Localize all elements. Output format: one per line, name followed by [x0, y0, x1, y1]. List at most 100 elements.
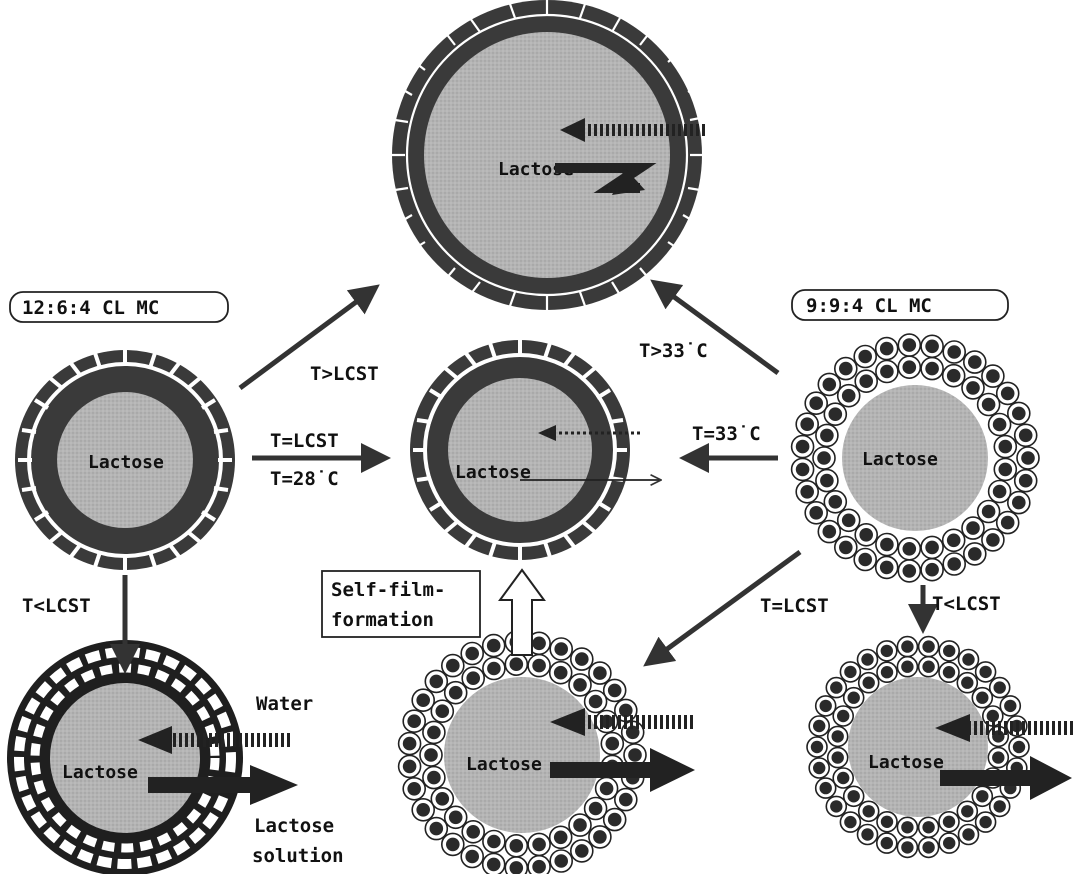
- bead-core: [863, 677, 875, 689]
- bead-core: [628, 748, 642, 762]
- capsule-bottom-right-core: [848, 677, 988, 817]
- self-film-line-2: formation: [331, 609, 434, 631]
- bead-core: [966, 381, 980, 395]
- bead-core: [829, 495, 843, 509]
- bead-core: [832, 730, 844, 742]
- bead-core: [1019, 429, 1033, 443]
- bead-core: [466, 825, 480, 839]
- bead-core: [859, 374, 873, 388]
- bead-core: [993, 485, 1007, 499]
- capsule-right-core-label: Lactose: [862, 449, 938, 470]
- bead-core: [1012, 496, 1026, 510]
- bead-core: [901, 841, 913, 853]
- bead-core: [901, 640, 913, 652]
- bead-core: [837, 772, 849, 784]
- bead-core: [986, 533, 1000, 547]
- bead-core: [842, 514, 856, 528]
- bead-core: [427, 771, 441, 785]
- bead-core: [554, 666, 568, 680]
- bead-core: [994, 800, 1006, 812]
- bead-core: [619, 793, 633, 807]
- bead-core: [976, 790, 988, 802]
- bead-core: [922, 640, 934, 652]
- bead-core: [986, 369, 1000, 383]
- bead-core: [465, 647, 479, 661]
- cond-t-eq-28: T=28˙C: [270, 468, 339, 490]
- bead-core: [947, 369, 961, 383]
- bead-core: [608, 684, 622, 698]
- bead-core: [987, 710, 999, 722]
- bead-core: [820, 700, 832, 712]
- bead-core: [903, 564, 917, 578]
- cond-t-gt-lcst: T>LCST: [310, 363, 379, 385]
- bead-core: [961, 677, 973, 689]
- bead-core: [1001, 516, 1015, 530]
- bead-core: [407, 782, 421, 796]
- bead-core: [811, 741, 823, 753]
- capsule-bottom-left-core-label: Lactose: [62, 762, 138, 783]
- bead-core: [532, 838, 546, 852]
- bead-core: [880, 365, 894, 379]
- bead-core: [922, 821, 934, 833]
- bl-lactose-arrowhead: [250, 765, 298, 805]
- bead-core: [487, 662, 501, 676]
- bead-core: [510, 657, 524, 671]
- bead-core: [943, 837, 955, 849]
- bead-core: [881, 645, 893, 657]
- capsule-top-collapsed: Lactose: [392, 0, 705, 310]
- bead-core: [839, 541, 853, 555]
- bead-core: [880, 561, 894, 575]
- bead-core: [554, 854, 568, 868]
- bead-core: [943, 666, 955, 678]
- bead-core: [901, 821, 913, 833]
- bead-core: [837, 710, 849, 722]
- bead-core: [842, 389, 856, 403]
- bead-core: [575, 652, 589, 666]
- bead-core: [925, 563, 939, 577]
- bead-core: [465, 850, 479, 864]
- capsule-center-core: [448, 378, 592, 522]
- bead-core: [848, 790, 860, 802]
- bead-core: [858, 553, 872, 567]
- capsule-bottom-right: Lactose: [806, 635, 1073, 859]
- bead-core: [573, 678, 587, 692]
- bead-core: [961, 805, 973, 817]
- bead-core: [881, 837, 893, 849]
- bead-core: [861, 828, 873, 840]
- bead-core: [817, 451, 831, 465]
- bead-core: [992, 751, 1004, 763]
- bead-core: [532, 860, 546, 874]
- bead-core: [554, 831, 568, 845]
- lactose-solution-line-2: solution: [252, 845, 344, 867]
- bead-core: [982, 505, 996, 519]
- capsule-bottom-right-core-label: Lactose: [868, 752, 944, 773]
- bead-core: [796, 463, 810, 477]
- bead-core: [1021, 451, 1035, 465]
- bead-core: [881, 816, 893, 828]
- capsule-bottom-middle-core-label: Lactose: [466, 754, 542, 775]
- bead-core: [947, 345, 961, 359]
- lactose-solution-line-1: Lactose: [254, 815, 334, 837]
- bead-core: [1019, 474, 1033, 488]
- bead-core: [1001, 387, 1015, 401]
- bead-core: [813, 720, 825, 732]
- bead-core: [436, 792, 450, 806]
- bead-core: [416, 803, 430, 817]
- bead-core: [839, 362, 853, 376]
- label-9-9-4-text: 9:9:4 CL MC: [806, 295, 932, 317]
- bead-core: [925, 340, 939, 354]
- bead-core: [966, 521, 980, 535]
- bead-core: [830, 800, 842, 812]
- bead-core: [813, 762, 825, 774]
- bead-core: [968, 355, 982, 369]
- bead-core: [947, 534, 961, 548]
- label-12-6-4-text: 12:6:4 CL MC: [22, 297, 159, 319]
- bead-core: [943, 645, 955, 657]
- bead-core: [800, 417, 814, 431]
- bead-core: [922, 841, 934, 853]
- bead-core: [943, 816, 955, 828]
- bead-core: [823, 378, 837, 392]
- bead-core: [606, 737, 620, 751]
- cond-t-eq-33: T=33˙C: [692, 423, 761, 445]
